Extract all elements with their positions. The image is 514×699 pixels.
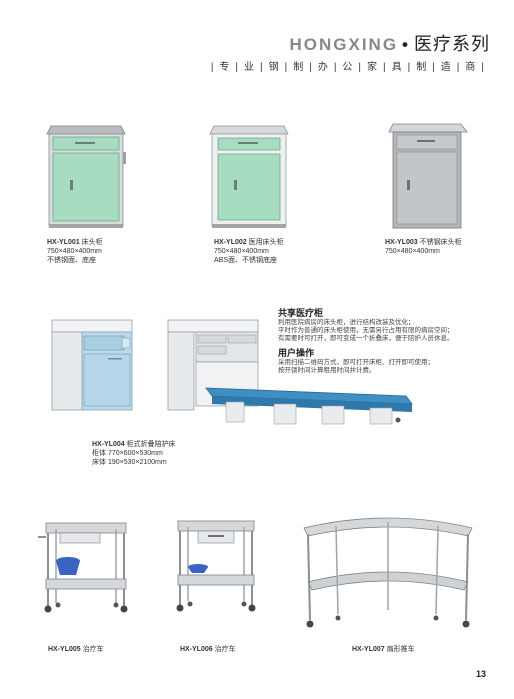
section-line: 有需要时可打开，即可变成一个折叠床，便于陪护人员休息。	[278, 335, 454, 342]
caption-yl006: HX-YL006 治疗车	[180, 645, 236, 654]
product-note: ABS面、不锈钢底座	[214, 257, 278, 264]
product-name: 扇形推车	[386, 646, 415, 653]
product-name: 不锈钢床头柜	[419, 239, 462, 246]
section-title: 用户操作	[278, 348, 315, 358]
caption-yl001: HX-YL001 床头柜 750×480×400mm 不锈钢面、底座	[47, 238, 147, 265]
section-line: 按开锁时间计算租用时间并计费。	[278, 367, 376, 374]
header-brand: HONGXING•医疗系列	[289, 30, 490, 56]
header-slogan: |专|业|钢|制|办|公|家|具|制|造|商|	[210, 62, 490, 73]
product-note: 不锈钢面、底座	[47, 257, 96, 264]
product-image-yl003	[388, 123, 468, 229]
product-code: HX-YL007	[352, 646, 385, 653]
caption-yl005: HX-YL005 治疗车	[48, 645, 104, 654]
product-image-yl005	[38, 522, 128, 613]
caption-yl004: HX-YL004 柜式折叠陪护床 柜体 770×600×530mm 床体 190…	[92, 440, 292, 467]
product-code: HX-YL006	[180, 646, 213, 653]
product-size: 750×480×400mm	[214, 248, 269, 255]
product-name: 医用床头柜	[248, 239, 284, 246]
section-line: 采用扫描二维码方式，即可打开床柜、打开即可使用；	[278, 359, 434, 366]
caption-yl003: HX-YL003 不锈钢床头柜 750×480×400mm	[385, 238, 495, 256]
product-name: 治疗车	[82, 646, 104, 653]
shared-cabinet-section: 共享医疗柜 利用医院病房的床头柜，进行结构改装及优化； 平时作为普通的床头柜使用…	[278, 306, 508, 375]
page-number: 13	[475, 669, 486, 679]
product-image-yl004-closed	[51, 319, 133, 411]
section-line: 利用医院病房的床头柜，进行结构改装及优化；	[278, 319, 415, 326]
product-image-yl004-open	[167, 319, 413, 425]
section-title: 共享医疗柜	[278, 308, 324, 318]
caption-yl002: HX-YL002 医用床头柜 750×480×400mm ABS面、不锈钢底座	[214, 238, 324, 265]
section-line: 平时作为普通的床头柜使用，无需另行占用有限的病房空间；	[278, 327, 454, 334]
product-image-yl007	[303, 517, 473, 628]
product-image-yl002	[209, 125, 289, 228]
product-size: 750×480×400mm	[47, 248, 102, 255]
product-code: HX-YL001	[47, 239, 80, 246]
product-size: 柜体 770×600×530mm	[92, 450, 163, 457]
brand-dot: •	[402, 35, 410, 54]
brand-name: HONGXING	[289, 35, 399, 54]
series-title: 医疗系列	[414, 34, 490, 54]
product-image-yl006	[176, 520, 256, 612]
product-note: 床体 190×530×2100mm	[92, 459, 167, 466]
product-name: 柜式折叠陪护床	[126, 441, 176, 448]
product-name: 治疗车	[214, 646, 236, 653]
product-size: 750×480×400mm	[385, 248, 440, 255]
product-code: HX-YL003	[385, 239, 418, 246]
product-code: HX-YL002	[214, 239, 247, 246]
product-code: HX-YL005	[48, 646, 81, 653]
product-code: HX-YL004	[92, 441, 125, 448]
product-image-yl001	[46, 125, 126, 228]
caption-yl007: HX-YL007 扇形推车	[352, 645, 415, 654]
product-name: 床头柜	[81, 239, 103, 246]
